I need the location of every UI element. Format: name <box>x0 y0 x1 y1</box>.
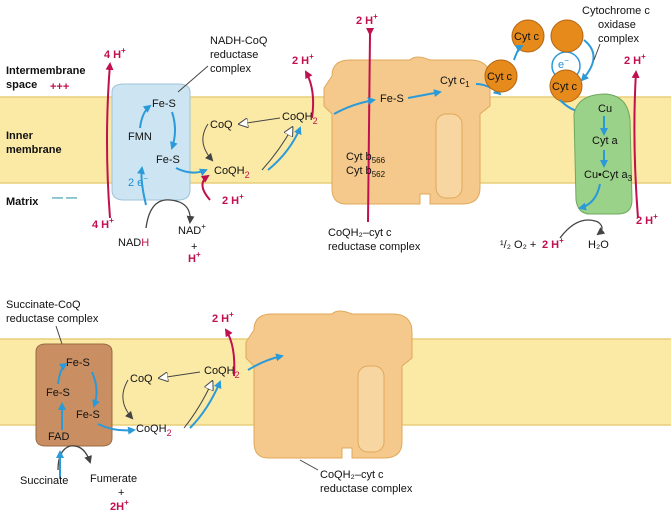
cyt-c-ball-4 <box>550 19 584 53</box>
bc1-fes: Fe-S <box>380 93 404 105</box>
bc1-label-bottom-1: CoQH₂–cyt c <box>320 469 384 481</box>
region-membrane-label: membrane <box>6 144 62 156</box>
region-matrix-label: Matrix <box>6 196 39 208</box>
two-h-ims-1: 2 H+ <box>292 52 314 67</box>
nad-plus-sign: + <box>191 241 197 253</box>
cyt-c-ball-1 <box>511 19 545 53</box>
coqh2-label-bottom-1: CoQH2 <box>204 365 240 380</box>
matrix-charge: — — <box>52 192 77 204</box>
cyt-b562-label: Cyt b562 <box>346 165 386 179</box>
nadh-fes-2: Fe-S <box>156 154 180 166</box>
bc1-label-top-1: CoQH₂–cyt c <box>328 227 392 239</box>
cyt-c-ball-5 <box>549 69 583 103</box>
cyt-c-ball-2 <box>484 59 518 93</box>
fumarate-plus: + <box>118 487 124 499</box>
intermembrane-charge: +++ <box>50 81 69 93</box>
coqh2-label-top-2: CoQH2 <box>214 165 250 180</box>
two-h-bottom: 2 H+ <box>212 310 234 325</box>
cyt-c-label-1: Cyt c <box>514 31 540 43</box>
succinate-label: Succinate <box>20 475 68 487</box>
cu-label: Cu <box>598 103 612 115</box>
nadh-complex <box>111 83 191 201</box>
two-h-o2: 2 H+ <box>542 236 564 251</box>
succ-title-2: reductase complex <box>6 313 99 325</box>
oxidase-title-3: complex <box>598 33 639 45</box>
fmn-label: FMN <box>128 131 152 143</box>
two-h-matrix-2: 2 H+ <box>636 212 658 227</box>
coqh2-label-bottom-2: CoQH2 <box>136 423 172 438</box>
bc1-complex-bottom <box>245 310 413 459</box>
half-o2-label: ¹/₂ O₂ + <box>500 239 536 251</box>
bc1-label-top-2: reductase complex <box>328 241 421 253</box>
region-space-label: space <box>6 79 37 91</box>
nadh-complex-title-2: reductase <box>210 49 258 61</box>
two-electrons-label: 2 e− <box>128 174 148 189</box>
nadh-fes-1: Fe-S <box>152 98 176 110</box>
cyt-c-label-2: Cyt c <box>487 71 513 83</box>
nad-plus-label: NAD+ <box>178 222 206 237</box>
two-h-ims-2: 2 H+ <box>356 12 378 27</box>
nadh-complex-title-3: complex <box>210 63 251 75</box>
four-h-bottom: 4 H+ <box>92 216 114 231</box>
h-plus-matrix: H+ <box>188 250 201 265</box>
cyt-b566-label: Cyt b566 <box>346 151 386 165</box>
h2o-label: H₂O <box>588 239 609 251</box>
e-label: e− <box>558 56 569 71</box>
fumarate-label: Fumerate <box>90 473 137 485</box>
two-h-ims-3: 2 H+ <box>624 52 646 67</box>
region-inner-label: Inner <box>6 130 34 142</box>
coqh2-label-top-1: CoQH2 <box>282 111 318 126</box>
coq-label-bottom: CoQ <box>130 373 153 385</box>
coq-label-top: CoQ <box>210 119 233 131</box>
cyt-a-label: Cyt a <box>592 135 619 147</box>
cyt-c1-label: Cyt c1 <box>440 75 470 89</box>
succ-fes-1: Fe-S <box>66 357 90 369</box>
two-h-plus-bottom: 2H+ <box>110 498 129 513</box>
oxidase-title-2: oxidase <box>598 19 636 31</box>
oxidase-title-1: Cytochrome c <box>582 5 650 17</box>
bc1-label-bottom-2: reductase complex <box>320 483 413 495</box>
region-intermembrane-label: Intermembrane <box>6 65 85 77</box>
nadh-label: NADH <box>118 237 149 249</box>
cyt-c-label-3: Cyt c <box>552 81 578 93</box>
fad-label: FAD <box>48 431 69 443</box>
four-h-top: 4 H+ <box>104 46 126 61</box>
nadh-complex-title-1: NADH-CoQ <box>210 35 268 47</box>
cu-cyt-a3-label: Cu•Cyt a3 <box>584 169 633 183</box>
succ-fes-2: Fe-S <box>46 387 70 399</box>
succ-fes-3: Fe-S <box>76 409 100 421</box>
succinate-complex <box>35 343 113 447</box>
two-h-matrix-1: 2 H+ <box>222 192 244 207</box>
succ-title-1: Succinate-CoQ <box>6 299 81 311</box>
